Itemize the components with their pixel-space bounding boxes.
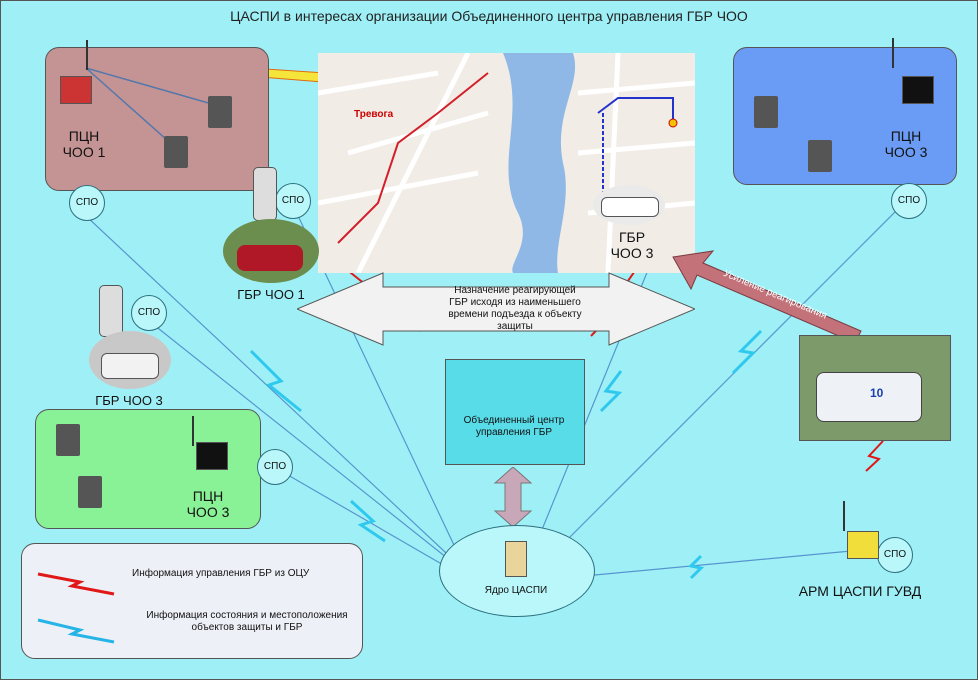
gbr1-car-photo: [223, 219, 319, 283]
zone-pcn1-network: [85, 67, 227, 149]
zigzag-blue-3: [349, 499, 386, 543]
core-node: [439, 525, 595, 617]
legend-blue-bolt: [37, 618, 115, 644]
gbr3-left-label: ГБР ЧОО 3: [95, 393, 163, 408]
legend-symbols: [37, 572, 115, 644]
police-car-number: 10: [870, 386, 884, 400]
server-icon: [808, 140, 832, 172]
antenna-icon: [86, 40, 88, 70]
center-core-arrow: [493, 467, 533, 527]
mobile-terminal-icon: [99, 285, 123, 337]
server-icon: [208, 96, 232, 128]
zigzag-blue-6: [687, 554, 705, 580]
city-map: Тревога: [318, 53, 695, 273]
spo-node-gbr3-left: СПО: [131, 295, 167, 331]
server-rack-icon: [505, 541, 527, 577]
spo-node-arm: СПО: [877, 537, 913, 573]
police-car-photo: 10: [799, 335, 951, 441]
spo-node-pcn3-right: СПО: [891, 183, 927, 219]
link-gbr3left-core: [148, 320, 477, 582]
link-gbrmap-core: [520, 225, 667, 582]
link-pcn3right-core: [525, 200, 907, 582]
spo-node-pcn3-left: СПО: [257, 449, 293, 485]
red-link-arm: [865, 440, 884, 472]
alarm-label: Тревога: [354, 109, 394, 120]
server-icon: [78, 476, 102, 508]
legend-item-control: Информация управления ГБР из ОЦУ: [132, 568, 310, 579]
zigzag-blue-1: [249, 349, 302, 413]
core-label: Ядро ЦАСПИ: [484, 585, 548, 596]
server-icon: [164, 136, 188, 168]
control-center-label: Объединенный центр управления ГБР: [463, 415, 565, 438]
workstation-icon: [60, 76, 92, 104]
assignment-arrow: [297, 272, 695, 346]
workstation-icon: [847, 531, 879, 559]
legend-red-bolt: [37, 572, 115, 596]
gbr-map-car-photo: [593, 185, 665, 225]
antenna-icon: [192, 416, 194, 446]
spo-node-gbr1: СПО: [275, 183, 311, 219]
gbr1-label: ГБР ЧОО 1: [237, 287, 305, 302]
workstation-icon: [902, 76, 934, 104]
page-title: ЦАСПИ в интересах организации Объединенн…: [230, 8, 748, 24]
spo-node-pcn1: СПО: [69, 185, 105, 221]
legend-item-status: Информация состояния и местоположения об…: [146, 610, 348, 633]
server-icon: [754, 96, 778, 128]
link-pcn1-core: [85, 215, 477, 582]
zigzag-blue-5: [731, 329, 763, 375]
server-icon: [56, 424, 80, 456]
arm-label: АРМ ЦАСПИ ГУВД: [798, 583, 922, 599]
assignment-text: Назначение реагирующей ГБР исходя из наи…: [448, 285, 582, 332]
gbr3-left-car-photo: [89, 331, 171, 389]
mobile-terminal-icon: [253, 167, 277, 221]
zigzag-blue-4: [599, 370, 623, 413]
antenna-icon: [843, 501, 845, 531]
map-drawing: [318, 53, 695, 273]
control-center-box: [445, 359, 585, 465]
workstation-icon: [196, 442, 228, 470]
antenna-icon: [892, 38, 894, 68]
legend: Информация управления ГБР из ОЦУ Информа…: [21, 543, 363, 659]
